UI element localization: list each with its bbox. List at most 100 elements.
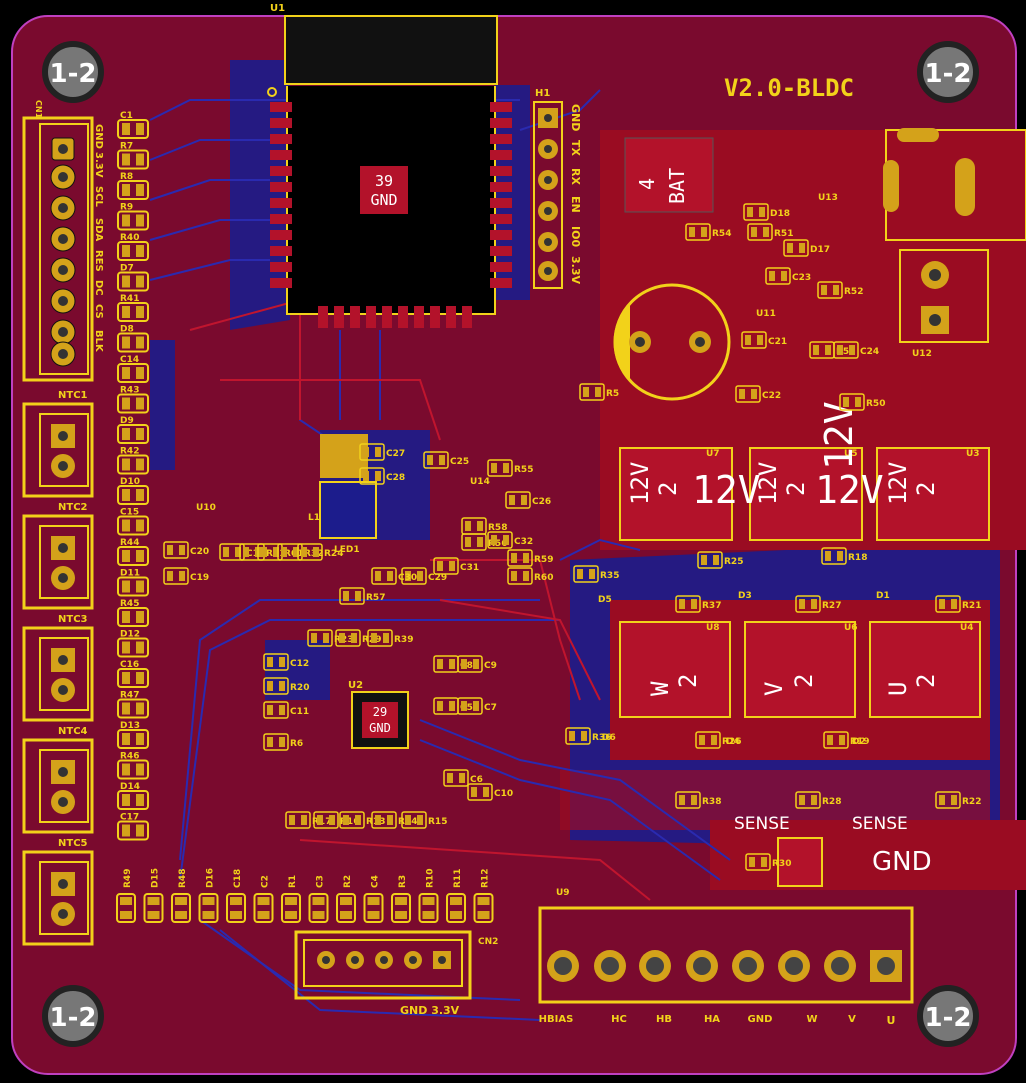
- ref-c18: C18: [233, 869, 243, 888]
- passive-r44: R44: [117, 538, 149, 566]
- ref-r21: R21: [962, 601, 981, 611]
- overlay-12v-1: 12V: [692, 468, 761, 512]
- passive-c19: C19: [163, 567, 209, 585]
- passive-r55: R55: [487, 459, 533, 477]
- ref-c16: C16: [120, 660, 139, 670]
- passive-c25: C25: [423, 451, 469, 469]
- ref-r25: R25: [724, 557, 743, 567]
- passive-d9: D9: [117, 416, 149, 444]
- u3-num: 2: [912, 482, 940, 496]
- u9-pin-5: GND: [748, 1014, 773, 1025]
- u7-net: 12V: [626, 462, 654, 505]
- ref-r55: R55: [514, 465, 533, 475]
- passive-c1: C1: [117, 111, 149, 139]
- passive-c11: C11: [263, 701, 309, 719]
- ref-r5: R5: [606, 389, 619, 399]
- ref-c12: C12: [290, 659, 309, 669]
- passive-r16: R16: [313, 811, 359, 829]
- ref-r58: R58: [488, 523, 507, 533]
- passive-r38: R38: [675, 791, 721, 809]
- traces-red: [189, 298, 651, 901]
- u6-phase: V: [760, 682, 788, 696]
- ref-c15: C15: [120, 508, 139, 518]
- mount-hole-label-tr: 1-2: [925, 59, 972, 89]
- gnd-pad-label: GND: [872, 847, 932, 877]
- passive-r57: R57: [339, 587, 385, 605]
- ref-c10: C10: [494, 789, 513, 799]
- passive-c3: C3: [308, 875, 329, 923]
- u9-pin-3: HB: [656, 1014, 672, 1025]
- u3-ref: U3: [966, 449, 980, 459]
- passive-r1: R1: [281, 875, 301, 923]
- sense-label-1: SENSE: [734, 814, 790, 834]
- u6-num: 2: [790, 674, 818, 688]
- h1-header: [533, 101, 563, 289]
- ref-d10: D10: [120, 477, 140, 487]
- ref-c30: C30: [398, 573, 417, 583]
- version-label: V2.0-BLDC: [724, 74, 854, 102]
- passive-r2: R2: [336, 875, 356, 923]
- ref-c11: C11: [290, 707, 309, 717]
- h1-pin-5: IO0: [569, 226, 582, 247]
- u1-module: [267, 15, 512, 328]
- passive-r39: R39: [367, 629, 413, 647]
- cn1-ref: CN1: [34, 100, 43, 119]
- ref-r9: R9: [120, 203, 133, 213]
- ref-l1: L1: [308, 513, 320, 523]
- overlay-12v-2: 12V: [815, 468, 884, 512]
- ref-r43: R43: [120, 386, 139, 396]
- ref-r54: R54: [712, 229, 731, 239]
- passive-r26: R26: [695, 731, 741, 749]
- ref-r59: R59: [534, 555, 553, 565]
- h1-pin-labels: GND TX RX EN IO0 3.3V: [569, 104, 582, 284]
- ref-c14: C14: [120, 355, 139, 365]
- u8-num: 2: [674, 674, 702, 688]
- u9-pin-4: HA: [704, 1014, 720, 1025]
- ref-d9: D9: [120, 416, 134, 426]
- passive-r27: R27: [795, 595, 841, 613]
- ref-r45: R45: [120, 599, 139, 609]
- passive-r15: R15: [401, 811, 447, 829]
- ref-c3: C3: [316, 875, 326, 888]
- ref-d6: D6: [602, 733, 616, 743]
- passive-d16: D16: [198, 868, 219, 923]
- passive-r18: R18: [821, 547, 867, 565]
- ref-c27: C27: [386, 449, 405, 459]
- ref-c6: C6: [470, 775, 483, 785]
- ref-d4: D4: [726, 737, 740, 747]
- cn1-pin-5: RES: [93, 250, 104, 272]
- passive-r28: R28: [795, 791, 841, 809]
- u2-ref: U2: [348, 680, 363, 691]
- cn1-connector: [22, 116, 94, 382]
- u3-net: 12V: [884, 462, 912, 505]
- ref-c20: C20: [190, 547, 209, 557]
- passive-r48: R48: [171, 869, 191, 923]
- passive-r8: R8: [117, 172, 149, 200]
- ref-u14: U14: [470, 477, 490, 487]
- ref-r44: R44: [120, 538, 139, 548]
- ref-led1: LED1: [334, 545, 360, 555]
- passive-r6: R6: [263, 733, 303, 751]
- ref-r18: R18: [848, 553, 867, 563]
- passive-r56: R56: [461, 533, 507, 551]
- bulk-capacitor: [613, 283, 731, 401]
- passive-r30: R30: [745, 853, 791, 871]
- ref-d7: D7: [120, 264, 134, 274]
- passive-c21: C21: [741, 331, 787, 349]
- passive-c2: C2: [253, 875, 274, 923]
- cn2-ref: CN2: [478, 937, 498, 947]
- passive-r54: R54: [685, 223, 731, 241]
- bat-pad-label: BAT: [665, 168, 689, 204]
- h1-pin-6: 3.3V: [569, 256, 582, 284]
- ref-r24: R24: [324, 549, 343, 559]
- passive-c12: C12: [263, 653, 309, 671]
- ref-r46: R46: [120, 752, 139, 762]
- ref-r10: R10: [426, 869, 436, 888]
- passive-r5: R5: [579, 383, 619, 401]
- passive-d15: D15: [143, 868, 164, 923]
- passive-c10: C10: [467, 783, 513, 801]
- passive-r59: R59: [507, 549, 553, 567]
- ref-c23: C23: [792, 273, 811, 283]
- passive-c15: C15: [117, 508, 149, 536]
